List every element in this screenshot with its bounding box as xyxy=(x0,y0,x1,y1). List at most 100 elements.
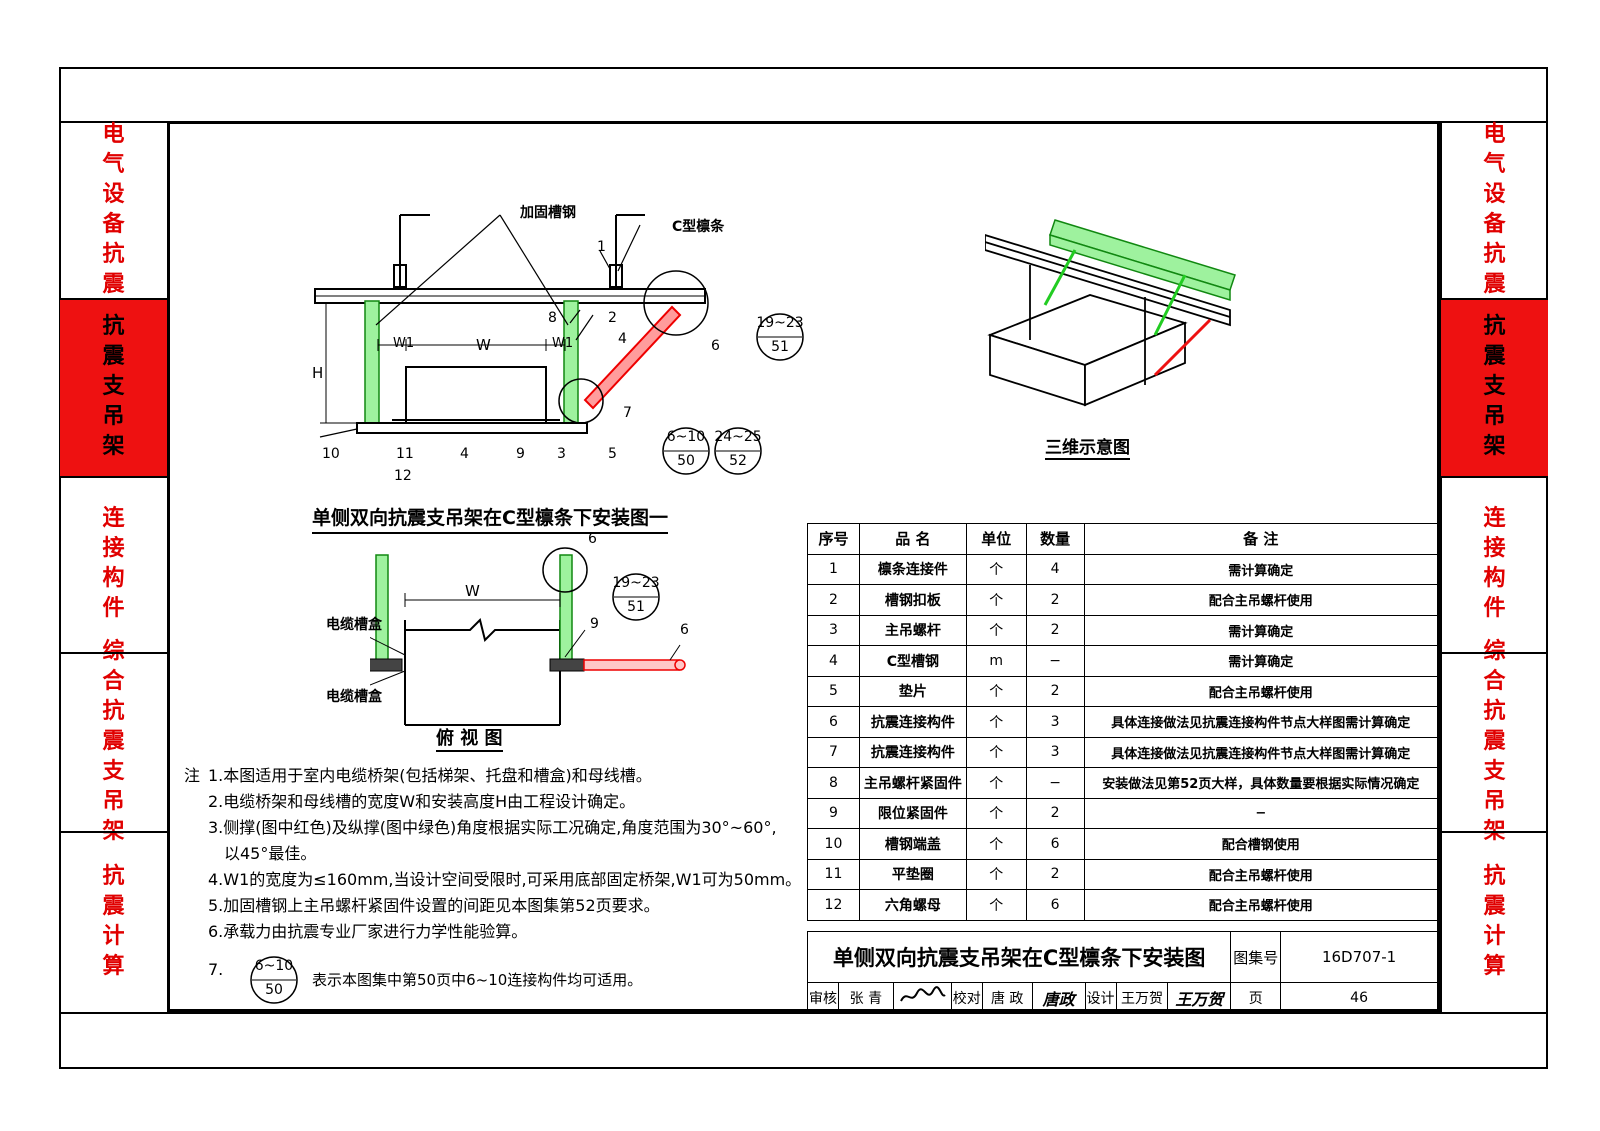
detail-circle-bottom xyxy=(558,378,604,424)
parts-cell: 个 xyxy=(965,614,1027,646)
side-tab-char: 支 xyxy=(102,758,125,784)
parts-cell: − xyxy=(1083,797,1439,829)
side-tab-char: 吊 xyxy=(102,788,125,814)
ref-bubble-24-25 xyxy=(714,427,762,475)
plan-ref-bubble xyxy=(612,573,660,621)
parts-cell: 六角螺母 xyxy=(858,889,967,921)
parts-cell: 2 xyxy=(1025,797,1085,829)
side-tab-3[interactable]: 连接构件 xyxy=(60,476,167,652)
side-tab-divider xyxy=(60,831,167,833)
side-tab-4[interactable]: 综合抗震支吊架 xyxy=(1441,639,1548,844)
side-tab-char: 抗 xyxy=(1483,241,1506,267)
cable-tray-section xyxy=(392,366,560,423)
side-tab-1[interactable]: 电气设备抗震 xyxy=(1441,121,1548,298)
parts-cell: 4 xyxy=(1025,553,1085,585)
callout-7: 7 xyxy=(623,405,632,421)
elevation-title: 单侧双向抗震支吊架在C型檩条下安装图一 xyxy=(312,503,668,534)
parts-cell: 垫片 xyxy=(858,675,967,707)
plan-clamps xyxy=(370,658,585,672)
side-tab-3[interactable]: 连接构件 xyxy=(1441,476,1548,652)
side-tab-2[interactable]: 抗震支吊架 xyxy=(60,298,167,476)
plan-ref-bubble-bottom: 51 xyxy=(627,599,645,615)
checker-signature: 唐政 xyxy=(1031,982,1086,1013)
parts-cell: 2 xyxy=(1025,584,1085,616)
note-7-ref-top: 6~10 xyxy=(254,958,294,974)
parts-cell: 平垫圈 xyxy=(858,858,967,890)
side-tab-char: 震 xyxy=(102,893,125,919)
side-tab-char: 架 xyxy=(1483,434,1506,459)
parts-cell: 7 xyxy=(807,736,860,768)
parts-cell: 需计算确定 xyxy=(1083,645,1439,677)
parts-cell: 配合主吊螺杆使用 xyxy=(1083,675,1439,707)
side-tab-char: 计 xyxy=(102,923,125,949)
callout-1: 1 xyxy=(597,239,606,255)
ref-bubble-6-10-top: 6~10 xyxy=(666,429,706,445)
side-tab-char: 接 xyxy=(1483,536,1506,561)
parts-cell: 个 xyxy=(965,767,1027,799)
checker-name: 唐 政 xyxy=(981,982,1033,1013)
parts-cell: 8 xyxy=(807,767,860,799)
callout-8: 8 xyxy=(548,310,557,326)
parts-cell: 2 xyxy=(1025,675,1085,707)
side-tab-4[interactable]: 综合抗震支吊架 xyxy=(60,639,167,844)
parts-cell: 主吊螺杆 xyxy=(858,614,967,646)
parts-cell: 2 xyxy=(1025,858,1085,890)
plan-drawing xyxy=(370,547,686,726)
parts-cell: 2 xyxy=(1025,614,1085,646)
elevation-drawing xyxy=(314,214,709,438)
title-block: 单侧双向抗震支吊架在C型檩条下安装图 图集号 16D707-1 审核 张 青 校… xyxy=(806,931,1438,1013)
parts-cell: − xyxy=(1025,767,1085,799)
iso-cable-tray xyxy=(987,294,1188,407)
parts-cell: 4 xyxy=(807,645,860,677)
side-tab-5[interactable]: 抗震计算 xyxy=(1441,831,1548,1012)
ref-bubble-19-23 xyxy=(756,313,804,361)
callout-6: 6 xyxy=(711,338,720,354)
parts-cell: C型槽钢 xyxy=(858,645,967,677)
side-tab-divider xyxy=(1441,652,1548,654)
side-tab-char: 抗 xyxy=(102,314,125,339)
side-tab-1[interactable]: 电气设备抗震 xyxy=(60,121,167,298)
side-tab-char: 震 xyxy=(102,271,125,297)
parts-cell: 抗震连接构件 xyxy=(858,736,967,768)
parts-cell: 安装做法见第52页大样，具体数量要根据实际情况确定 xyxy=(1083,767,1439,799)
dimension-lines xyxy=(320,302,566,424)
label-reinforced-channel: 加固槽钢 xyxy=(520,205,576,221)
parts-cell: 6 xyxy=(807,706,860,738)
plan-detail-circle xyxy=(542,547,588,593)
side-tab-char: 件 xyxy=(102,596,125,621)
side-tab-char: 件 xyxy=(1483,596,1506,621)
atlas-number: 16D707-1 xyxy=(1280,931,1438,983)
plan-label-W: W xyxy=(465,582,480,600)
parts-cell: 主吊螺杆紧固件 xyxy=(858,767,967,799)
side-tab-5[interactable]: 抗震计算 xyxy=(60,831,167,1012)
side-tab-divider xyxy=(1441,476,1548,478)
page-label: 页 xyxy=(1230,982,1282,1013)
plan-callout-6-top: 6 xyxy=(588,531,597,547)
side-tab-divider xyxy=(60,476,167,478)
side-tab-char: 震 xyxy=(102,344,125,369)
designer-signature: 王万贺 xyxy=(1167,982,1232,1013)
side-tab-char: 抗 xyxy=(102,863,125,889)
ref-bubble-24-25-top: 24~25 xyxy=(714,429,762,445)
side-tab-char: 算 xyxy=(1483,953,1506,979)
parts-cell: 个 xyxy=(965,797,1027,829)
side-tab-2[interactable]: 抗震支吊架 xyxy=(1441,298,1548,476)
parts-cell: 抗震连接构件 xyxy=(858,706,967,738)
parts-cell: 需计算确定 xyxy=(1083,614,1439,646)
callout-12: 12 xyxy=(394,468,412,484)
callout-5: 5 xyxy=(608,446,617,462)
side-tab-char: 合 xyxy=(102,668,125,694)
side-tab-char: 接 xyxy=(102,536,125,561)
parts-cell: 个 xyxy=(965,736,1027,768)
purlin-connector-left xyxy=(393,214,430,290)
green-brace-left xyxy=(364,300,380,428)
side-tab-char: 抗 xyxy=(1483,314,1506,339)
ref-bubble-6-10 xyxy=(662,427,710,475)
notes-prefix: 注 xyxy=(184,766,201,785)
side-tab-char: 震 xyxy=(102,728,125,754)
